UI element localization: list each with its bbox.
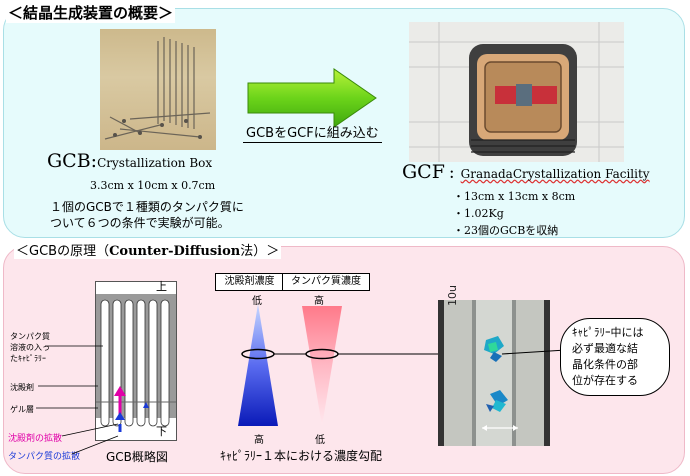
protein-bottom-level: 低 bbox=[315, 435, 325, 446]
gcf-spec-1: ・13cm x 13cm x 8cm bbox=[453, 190, 576, 203]
callout-line-3: 晶化条件の部 bbox=[572, 358, 638, 371]
gcb-desc-line1: １個のGCBで１種類のタンパク質に bbox=[50, 200, 244, 214]
gcf-photo bbox=[409, 22, 624, 162]
legend-precipitant-diffusion: 沈殿剤の拡散 bbox=[8, 434, 63, 444]
gradient-to-micro-line bbox=[350, 353, 438, 355]
precipitant-top-level: 低 bbox=[252, 296, 262, 307]
callout-line-4: 位が存在する bbox=[572, 374, 638, 387]
gradient-caption: ｷｬﾋﾟﾗﾘｰ１本における濃度勾配 bbox=[220, 449, 383, 463]
crystal-cluster-2 bbox=[486, 390, 508, 412]
gcb-schematic bbox=[95, 281, 177, 441]
principle-title: ＜GCBの原理（Counter-Diffusion法）＞ bbox=[14, 240, 282, 259]
gcf-name-rest: GranadaCrystallization Facility bbox=[460, 167, 650, 181]
principle-title-suffix: 法）＞ bbox=[240, 244, 280, 259]
gcf-name-prefix: GCF bbox=[402, 161, 445, 183]
protein-top-level: 高 bbox=[314, 296, 324, 307]
gcb-desc-line2: ついて６つの条件で実験が可能。 bbox=[50, 216, 230, 230]
crystal-cluster-1 bbox=[484, 336, 504, 362]
principle-title-bold: Counter-Diffusion bbox=[109, 244, 241, 259]
header-protein-concentration: タンパク質濃度 bbox=[282, 273, 370, 291]
gcb-name: GCB:Crystallization Box bbox=[47, 150, 212, 172]
gcf-spec-3: ・23個のGCBを収納 bbox=[453, 224, 559, 237]
precipitant-cone bbox=[238, 304, 278, 426]
schematic-bottom-label: 下 bbox=[156, 425, 167, 438]
schematic-caption: GCB概略図 bbox=[106, 450, 168, 464]
crystal-micrograph bbox=[438, 300, 550, 446]
header-precipitant-concentration: 沈殿剤濃度 bbox=[215, 273, 284, 291]
callout-line-1: ｷｬﾋﾟﾗﾘｰ中には bbox=[572, 326, 644, 339]
concentration-gradient-drawing bbox=[238, 304, 350, 426]
gcb-rack-drawing bbox=[104, 37, 211, 140]
micrograph-scale-label: 10u bbox=[446, 285, 459, 306]
gcf-name: GCF: GranadaCrystallization Facility bbox=[402, 161, 650, 183]
gcb-name-prefix: GCB: bbox=[47, 150, 98, 172]
capillary-tubes-drawing bbox=[96, 282, 176, 440]
arrow-right-icon bbox=[247, 68, 377, 128]
precipitant-bottom-level: 高 bbox=[254, 435, 264, 446]
callout-bubble bbox=[560, 318, 670, 396]
label-protein-capillary-3: たｷｬﾋﾟﾗﾘｰ bbox=[10, 354, 46, 363]
label-protein-capillary-1: タンパク質 bbox=[10, 332, 50, 341]
label-precipitant: 沈殿剤 bbox=[10, 383, 34, 392]
label-gel-layer: ゲル層 bbox=[10, 405, 34, 414]
gcb-name-rest: Crystallization Box bbox=[97, 156, 213, 170]
callout-pointer bbox=[501, 349, 567, 355]
gcb-photo bbox=[100, 29, 216, 150]
micrograph-drawing bbox=[438, 300, 550, 446]
label-protein-capillary-2: 溶液の入っ bbox=[10, 343, 50, 352]
legend-protein-diffusion: タンパク質の拡散 bbox=[8, 452, 81, 462]
principle-title-prefix: ＜GCBの原理（ bbox=[16, 244, 110, 259]
arrow-label: GCBをGCFに組み込む bbox=[243, 122, 382, 143]
gcf-name-colon: : bbox=[448, 163, 455, 183]
protein-cone bbox=[302, 306, 342, 426]
schematic-top-label: 上 bbox=[156, 280, 167, 293]
gcf-device-drawing bbox=[409, 22, 624, 162]
overview-title: ＜結晶生成装置の概要＞ bbox=[6, 2, 176, 23]
callout-line-2: 必ず最適な結 bbox=[572, 342, 638, 355]
gcf-spec-2: ・1.02Kg bbox=[453, 207, 504, 220]
gcb-size: 3.3cm x 10cm x 0.7cm bbox=[90, 179, 216, 192]
